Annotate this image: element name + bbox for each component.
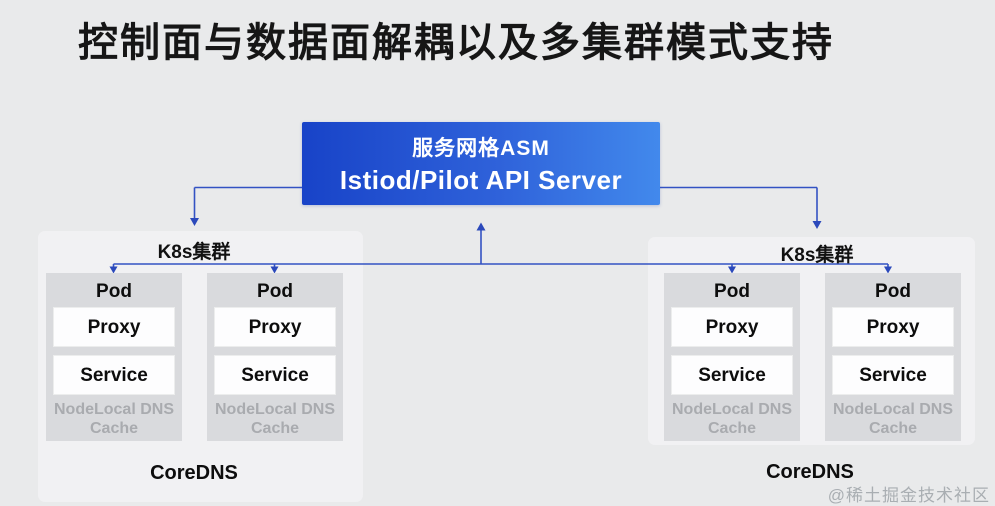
connector-bus-to-asm-up-arrow (476, 222, 486, 264)
nodelocal-dns-label: NodeLocal DNS Cache (53, 401, 174, 437)
service-box: Service (214, 355, 336, 395)
slide-title: 控制面与数据面解耦以及多集群模式支持 (78, 21, 834, 65)
pod-box: Pod Proxy Service NodeLocal DNS Cache (46, 273, 182, 441)
coredns-label-left: CoreDNS (150, 462, 238, 484)
service-box: Service (832, 355, 954, 395)
asm-box-subtitle: Istiod/Pilot API Server (339, 164, 623, 195)
connector-asm-to-right-cluster (660, 186, 822, 229)
proxy-box: Proxy (671, 307, 793, 347)
pod-box: Pod Proxy Service NodeLocal DNS Cache (207, 273, 343, 441)
pod-box: Pod Proxy Service NodeLocal DNS Cache (825, 273, 961, 441)
nodelocal-dns-label: NodeLocal DNS Cache (671, 401, 792, 437)
pod-title: Pod (714, 281, 750, 302)
watermark: @稀土掘金技术社区 (827, 486, 990, 505)
nodelocal-dns-label: NodeLocal DNS Cache (832, 401, 953, 437)
pod-box: Pod Proxy Service NodeLocal DNS Cache (664, 273, 800, 441)
service-box: Service (671, 355, 793, 395)
left-cluster-label: K8s集群 (157, 242, 231, 263)
coredns-label-right: CoreDNS (766, 461, 854, 483)
asm-control-plane-box: 服务网格ASM Istiod/Pilot API Server (302, 122, 660, 205)
proxy-box: Proxy (832, 307, 954, 347)
pod-title: Pod (96, 281, 132, 302)
nodelocal-dns-label: NodeLocal DNS Cache (214, 401, 335, 437)
asm-box-title: 服务网格ASM (412, 136, 550, 160)
proxy-box: Proxy (53, 307, 175, 347)
connector-asm-to-left-cluster (190, 186, 302, 226)
pod-title: Pod (257, 281, 293, 302)
service-box: Service (53, 355, 175, 395)
right-cluster-label: K8s集群 (780, 245, 854, 266)
pod-title: Pod (875, 281, 911, 302)
proxy-box: Proxy (214, 307, 336, 347)
